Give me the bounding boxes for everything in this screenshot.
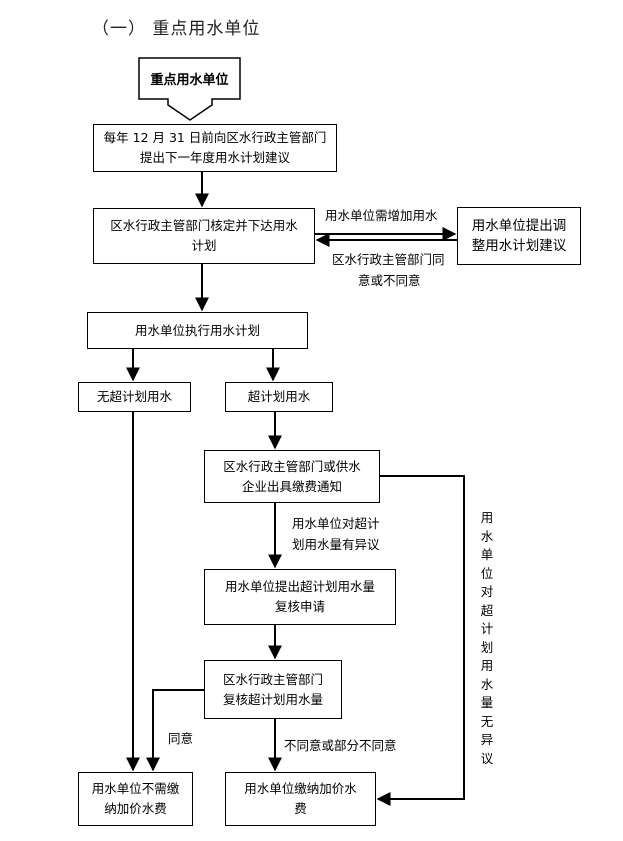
node-approve-plan-line1: 区水行政主管部门核定并下达用水 <box>110 218 298 233</box>
node-annual-proposal-line1: 每年 12 月 31 日前向区水行政主管部门 <box>103 130 327 145</box>
node-annual-proposal-line2: 提出下一年度用水计划建议 <box>139 150 290 165</box>
label-agree: 同意 <box>168 731 194 746</box>
node-excess: 超计划用水 <box>225 382 333 412</box>
node-review-excess: 区水行政主管部门 复核超计划用水量 <box>204 660 342 719</box>
node-review-request-line2: 复核申请 <box>274 599 325 614</box>
label-increase-water: 用水单位需增加用水 <box>325 208 438 223</box>
node-adjust-proposal-line1: 用水单位提出调 <box>471 218 567 234</box>
node-execute-plan: 用水单位执行用水计划 <box>87 312 308 349</box>
node-no-excess-label: 无超计划用水 <box>96 389 172 404</box>
label-agree-back-line2: 意或不同意 <box>358 273 421 288</box>
node-adjust-proposal-line2: 整用水计划建议 <box>471 238 567 254</box>
node-no-excess: 无超计划用水 <box>78 382 191 412</box>
node-excess-label: 超计划用水 <box>247 389 311 404</box>
label-disagree: 不同意或部分不同意 <box>284 738 397 753</box>
node-pay-extra-fee-line2: 费 <box>294 801 307 816</box>
node-adjust-proposal: 用水单位提出调 整用水计划建议 <box>457 207 581 265</box>
node-pay-extra-fee-line1: 用水单位缴纳加价水 <box>244 781 357 796</box>
node-review-excess-line1: 区水行政主管部门 <box>222 671 323 687</box>
node-no-extra-fee: 用水单位不需缴 纳加价水费 <box>78 772 193 826</box>
node-pay-extra-fee: 用水单位缴纳加价水 费 <box>225 772 376 826</box>
label-objection-line1: 用水单位对超计 <box>292 516 380 531</box>
node-no-extra-fee-line1: 用水单位不需缴 <box>91 781 180 796</box>
node-review-request-line1: 用水单位提出超计划用水量 <box>224 579 375 594</box>
node-payment-notice-line2: 企业出具缴费通知 <box>241 478 342 494</box>
node-payment-notice-line1: 区水行政主管部门或供水 <box>223 458 361 474</box>
start-node-label: 重点用水单位 <box>150 73 229 88</box>
node-payment-notice: 区水行政主管部门或供水 企业出具缴费通知 <box>204 450 380 503</box>
node-annual-proposal: 每年 12 月 31 日前向区水行政主管部门 提出下一年度用水计划建议 <box>93 124 337 172</box>
node-no-extra-fee-line2: 纳加价水费 <box>104 801 167 816</box>
node-approve-plan: 区水行政主管部门核定并下达用水 计划 <box>93 208 315 264</box>
label-objection-line2: 划用水量有异议 <box>292 537 380 552</box>
node-review-excess-line2: 复核超计划用水量 <box>222 691 323 707</box>
label-agree-back-line1: 区水行政主管部门同 <box>332 252 445 267</box>
label-no-objection: 用水单位对超计划用水量无异议 <box>480 510 494 766</box>
node-review-request: 用水单位提出超计划用水量 复核申请 <box>204 569 396 625</box>
node-approve-plan-line2: 计划 <box>191 238 217 253</box>
section-heading: （一） 重点用水单位 <box>92 19 261 39</box>
node-execute-plan-label: 用水单位执行用水计划 <box>134 322 260 338</box>
